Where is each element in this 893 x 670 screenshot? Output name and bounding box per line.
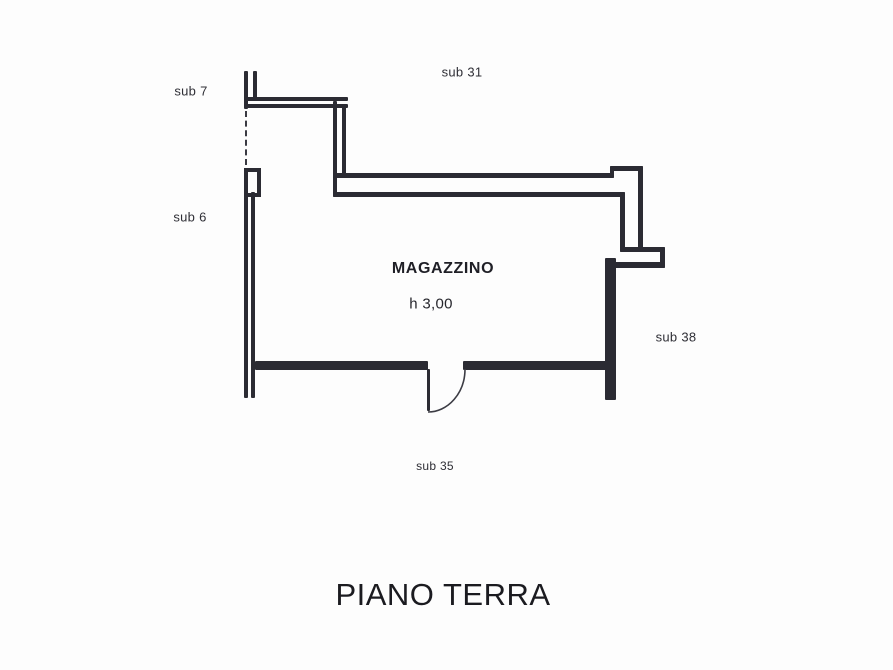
plan-title: PIANO TERRA (335, 577, 551, 612)
wall-upper-bottom-line (244, 104, 348, 108)
wall-bottom-left-segment (255, 361, 428, 370)
wall-step-vertical-line (610, 166, 614, 178)
label-sub-31: sub 31 (441, 64, 483, 80)
dashed-boundary-line (245, 111, 247, 165)
wall-left-outer-line (244, 168, 248, 398)
wall-stub-left-line (244, 71, 248, 109)
wall-top-inner-line (333, 192, 625, 197)
wall-stub-right-line (253, 71, 257, 101)
wall-protrusion-right-line (660, 247, 665, 268)
label-sub-7: sub 7 (174, 83, 208, 99)
wall-right-lower (605, 258, 616, 400)
wall-protrusion-bottom-line (606, 262, 665, 268)
wall-protrusion-top-line (620, 247, 665, 252)
wall-top-outer-line (333, 173, 614, 178)
wall-bottom-right-segment (463, 361, 613, 370)
wall-upper-top-line (244, 97, 348, 101)
door-swing-arc (427, 368, 466, 413)
room-height-label: h 3,00 (409, 295, 453, 313)
label-sub-38: sub 38 (655, 329, 697, 345)
wall-descender-right-line (342, 104, 346, 178)
door-leaf (427, 369, 430, 411)
label-sub-35: sub 35 (416, 459, 454, 473)
room-name-label: MAGAZZINO (391, 260, 495, 277)
wall-left-inner-line (251, 192, 255, 398)
wall-descender-left-line (333, 101, 337, 197)
label-sub-6: sub 6 (173, 209, 207, 225)
wall-right-outer-line (638, 166, 643, 252)
wall-step-top-line (610, 166, 643, 171)
wall-right-inner-line (620, 192, 625, 252)
